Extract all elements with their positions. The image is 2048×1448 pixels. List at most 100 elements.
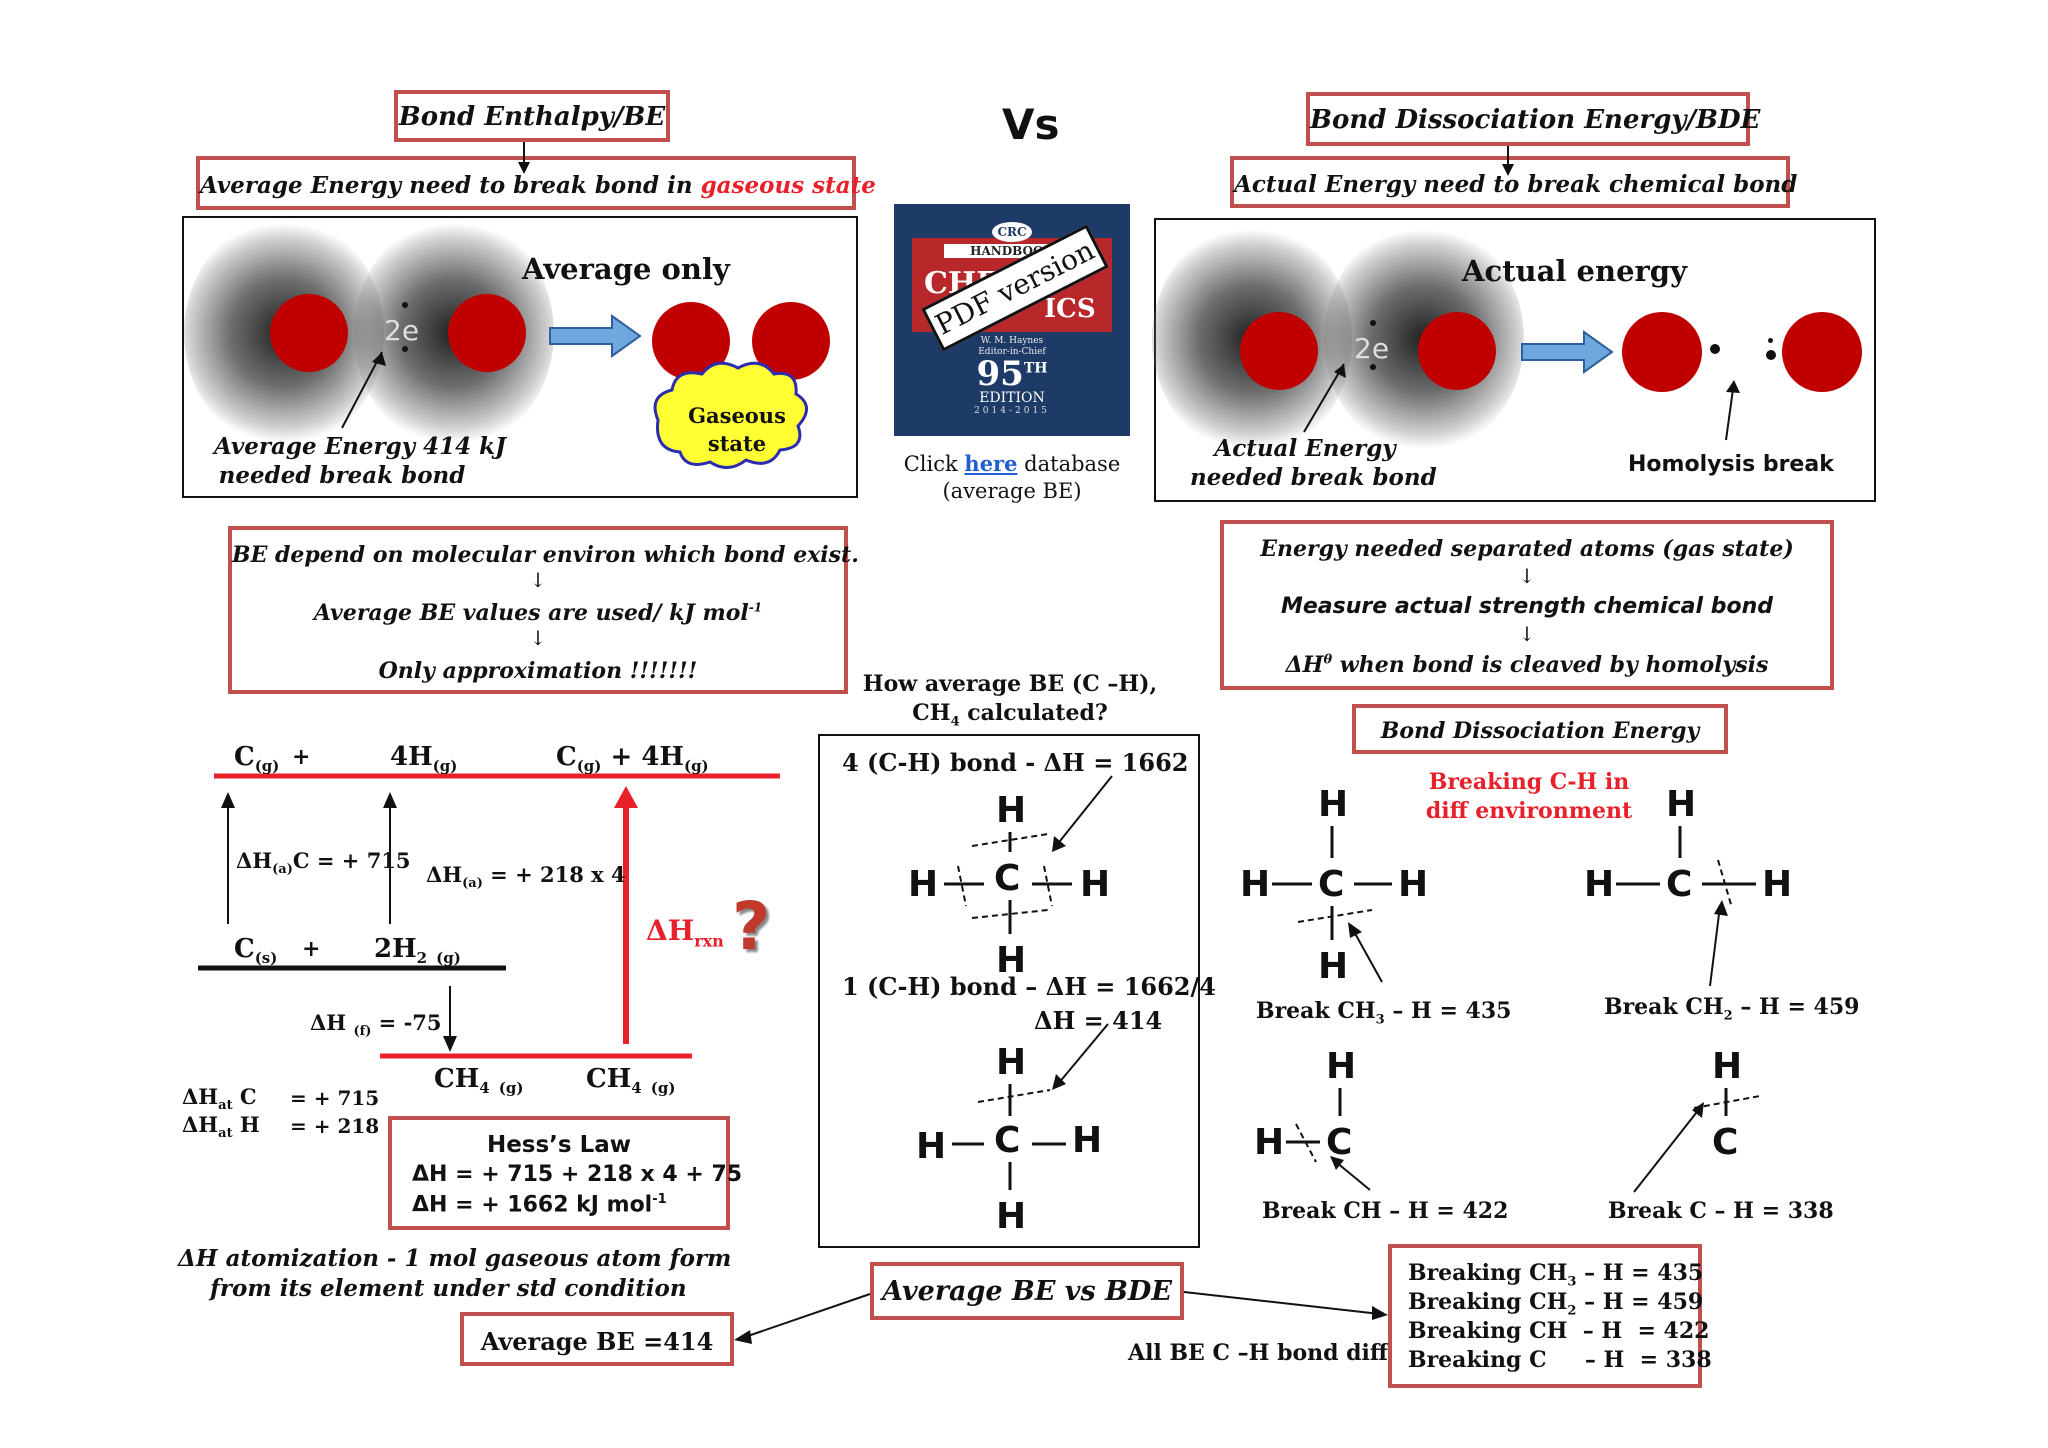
be-notes-box: BE depend on molecular environ which bon… (228, 526, 859, 694)
bde-atom-left (1240, 312, 1318, 390)
radical-atom-left (1622, 312, 1702, 392)
bde-note-strength: Measure actual strength chemical bond (1280, 594, 1774, 619)
bde2-h-left: H (1584, 864, 1615, 905)
edition-word: EDITION (979, 390, 1045, 406)
bde3-h-top: H (1326, 1046, 1357, 1087)
dh-formation: ΔH (f) = -75 (310, 1010, 442, 1040)
hess-law-line1: ΔH = + 715 + 218 x 4 + 75 (412, 1162, 743, 1187)
atom-left (270, 294, 348, 372)
average-energy-caption: Average Energy 414 kJ needed break bond (214, 433, 506, 489)
bde-value-row-1: Breaking CH2 – H = 459 (1408, 1289, 1704, 1319)
break-c-h: Break C – H = 338 (1608, 1198, 1834, 1224)
dh-atomization-c: ΔH(a)C = + 715 (236, 848, 411, 878)
ch4b-h-bottom: H (996, 1196, 1027, 1237)
bde2-h-right: H (1762, 864, 1793, 905)
one-bond-result: ΔH = 414 (1034, 1006, 1163, 1035)
ch4b-h-top: H (996, 1042, 1027, 1083)
be-note-environment: BE depend on molecular environ which bon… (232, 542, 859, 568)
bde1-h-left: H (1240, 864, 1271, 905)
bde3-h-left: H (1254, 1122, 1285, 1163)
bond-enthalpy-title: Bond Enthalpy/BE (398, 102, 666, 132)
crc-logo: CRC (992, 222, 1032, 242)
actual-energy-heading: Actual energy (1462, 254, 1687, 288)
break-ch2-h: Break CH2 – H = 459 (1604, 994, 1860, 1024)
ch4-h-right: H (1080, 864, 1111, 905)
hess-plus-2: + (302, 936, 321, 962)
one-bond-line: 1 (C-H) bond – ΔH = 1662/4 (842, 972, 1216, 1001)
homolysis-arrow-icon (1521, 330, 1614, 374)
ch4b-c: C (994, 1120, 1021, 1161)
dh-atomization-h: ΔH(a) = + 218 x 4 (426, 862, 626, 892)
dh-at-h-value: = + 218 (290, 1114, 380, 1138)
radical-dot-small (1768, 338, 1773, 343)
caption-pointer (341, 351, 383, 429)
bde-electron-pair-label: 2e (1354, 332, 1390, 365)
bond-enthalpy-definition: Average Energy need to break bond in gas… (200, 172, 876, 199)
hess-c-gas: C(g) (234, 742, 280, 776)
break-ch-h: Break CH – H = 422 (1262, 1198, 1509, 1224)
average-be-label: Average BE =414 (480, 1327, 714, 1356)
hess-ch4-right: CH4 (g) (586, 1064, 676, 1098)
hess-plus-1: + (292, 744, 311, 770)
bde2-c: C (1666, 864, 1693, 905)
hess-products-top: C(g) + 4H(g) (556, 742, 709, 776)
ch4b-h-left: H (916, 1126, 947, 1167)
be-note-approximation: Only approximation !!!!!!! (378, 658, 698, 684)
edition-number: 95TH (976, 354, 1048, 394)
ch4-h-top: H (996, 790, 1027, 831)
ch4b-h-right: H (1072, 1120, 1103, 1161)
hess-4h-gas: 4H(g) (390, 742, 458, 776)
actual-energy-caption: Actual Energy needed break bond (1190, 435, 1437, 491)
bde-title-box: Bond Dissociation Energy/BDE (1306, 92, 1761, 146)
bde-section-title: Bond Dissociation Energy (1380, 718, 1700, 744)
bde-notes-box: Energy needed separated atoms (gas state… (1220, 520, 1834, 690)
bde4-c: C (1712, 1122, 1739, 1163)
bond-enthalpy-title-box: Bond Enthalpy/BE (394, 90, 670, 142)
editor-name: W. M. Haynes (980, 336, 1044, 346)
be-note-arrow-2: ↓ (529, 626, 547, 650)
ch4-h-left: H (908, 864, 939, 905)
hess-c-solid: C(s) (234, 934, 278, 968)
bde-definition-box: Actual Energy need to break chemical bon… (1230, 156, 1798, 208)
breaking-ch-label: Breaking C-H in diff environment (1425, 769, 1633, 824)
atom-right (448, 294, 526, 372)
dh-at-h: ΔHat H (182, 1112, 260, 1142)
hess-ch4-left: CH4 (g) (434, 1064, 524, 1098)
ch4-h-bottom: H (996, 940, 1027, 981)
bde2-h-top: H (1666, 784, 1697, 825)
break-ch3-h: Break CH3 – H = 435 (1256, 998, 1512, 1028)
bde-electron-dot-bottom (1370, 364, 1376, 370)
hess-h2-gas: 2H2 (g) (374, 934, 461, 968)
hess-law-line2: ΔH = + 1662 kJ mol-1 (412, 1192, 667, 1218)
four-bond-line: 4 (C-H) bond - ΔH = 1662 (842, 748, 1189, 777)
dh-rxn-label: ΔHrxn (646, 914, 724, 951)
editor-role: Editor-in-Chief (978, 347, 1046, 357)
bde-value-row-3: Breaking C – H = 338 (1408, 1347, 1712, 1373)
dh-at-c-value: = + 715 (290, 1086, 380, 1110)
crc-handbook-cover[interactable]: CRC HANDBOOK CHE ICS PDF version W. M. H… (894, 204, 1130, 436)
bde-section-title-box: Bond Dissociation Energy (1352, 704, 1728, 754)
question-mark-icon: ? (732, 888, 771, 965)
avg-vs-bde-label: Average BE vs BDE (882, 1276, 1172, 1307)
bde-definition: Actual Energy need to break chemical bon… (1234, 171, 1798, 198)
bde-note-separated: Energy needed separated atoms (gas state… (1260, 536, 1794, 562)
be-note-arrow-1: ↓ (529, 568, 547, 592)
database-link[interactable]: here (964, 451, 1018, 476)
gaseous-state-cloud-label: Gaseous state (688, 403, 786, 456)
bde-note-arrow-2: ↓ (1518, 622, 1536, 646)
calc-question: How average BE (C –H), CH4 calculated? (862, 671, 1158, 730)
bde-title: Bond Dissociation Energy/BDE (1310, 105, 1761, 135)
electron-dot-top (402, 302, 408, 308)
homolysis-label: Homolysis break (1628, 452, 1834, 477)
database-link-caption: Click here database (average BE) (903, 451, 1121, 503)
bde-electron-dot-top (1370, 320, 1376, 326)
ch4-c: C (994, 858, 1021, 899)
electron-pair-label: 2e (384, 314, 420, 347)
hess-law-title: Hess’s Law (486, 1132, 632, 1158)
bde-note-arrow-1: ↓ (1518, 564, 1536, 588)
